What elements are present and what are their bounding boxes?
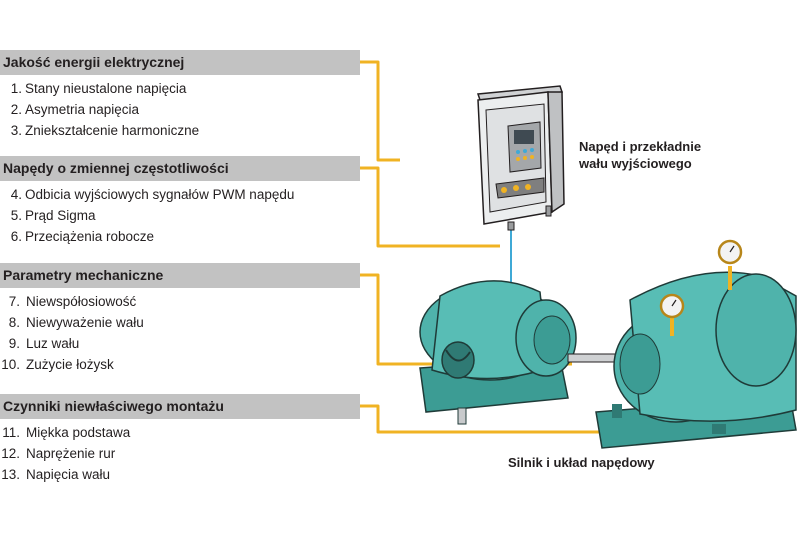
section-installation: Czynniki niewłaściwego montażu 11. Miękka… (0, 394, 360, 486)
list-item: 3.Zniekształcenie harmoniczne (0, 121, 360, 142)
section-mechanical: Parametry mechaniczne 7. Niewspółosiowość… (0, 263, 360, 376)
item-text: Stany nieustalone napięcia (25, 81, 187, 96)
item-text: Niewspółosiowość (26, 294, 137, 309)
list-item: 5.Prąd Sigma (0, 206, 360, 227)
list-item: 12. Naprężenie rur (0, 444, 360, 465)
list-item: 11. Miękka podstawa (0, 423, 360, 444)
item-text: Luz wału (26, 336, 80, 351)
pressure-gauge-icon (659, 293, 685, 336)
item-text: Miękka podstawa (26, 425, 131, 440)
section-title: Jakość energii elektrycznej (3, 54, 185, 70)
section-title: Napędy o zmiennej częstotliwości (3, 160, 229, 176)
item-number: 1. (10, 81, 22, 96)
item-number: 4. (10, 187, 22, 202)
list-item: 8. Niewyważenie wału (0, 313, 360, 334)
connector-line-vfd (360, 166, 500, 248)
pump (595, 271, 797, 449)
list-item: 10. Zużycie łożysk (0, 355, 360, 376)
list-item: 4.Odbicia wyjściowych sygnałów PWM napęd… (0, 185, 360, 206)
section-title: Parametry mechaniczne (3, 267, 164, 283)
list-item: 6.Przeciążenia robocze (0, 227, 360, 248)
list-item: 2.Asymetria napięcia (0, 100, 360, 121)
connector-line-power-quality (360, 60, 400, 162)
item-number: 11. (2, 425, 20, 440)
list-item: 7. Niewspółosiowość (0, 292, 360, 313)
section-header: Czynniki niewłaściwego montażu (0, 394, 360, 419)
drive-label: Napęd i przekładnie wału wyjściowego (579, 138, 701, 172)
pressure-gauge-icon (717, 239, 743, 290)
section-title: Czynniki niewłaściwego montażu (3, 398, 224, 414)
section-vfd: Napędy o zmiennej częstotliwości 4.Odbic… (0, 156, 360, 248)
item-text: Zniekształcenie harmoniczne (25, 123, 200, 138)
item-text: Zużycie łożysk (26, 357, 114, 372)
item-number: 3. (10, 123, 22, 138)
item-number: 8. (8, 315, 20, 330)
item-number: 12. (1, 446, 20, 461)
item-number: 13. (1, 467, 20, 482)
list-item: 13. Napięcia wału (0, 465, 360, 486)
section-header: Parametry mechaniczne (0, 263, 360, 288)
item-number: 7. (8, 294, 20, 309)
item-text: Naprężenie rur (26, 446, 116, 461)
section-header: Napędy o zmiennej częstotliwości (0, 156, 360, 181)
shaft (567, 353, 621, 363)
section-power-quality: Jakość energii elektrycznej 1.Stany nieu… (0, 50, 360, 142)
vfd-cabinet (476, 85, 565, 231)
list-item: 9. Luz wału (0, 334, 360, 355)
item-text: Przeciążenia robocze (25, 229, 155, 244)
drive-label-line-2: wału wyjściowego (579, 156, 692, 171)
motor-label: Silnik i układ napędowy (508, 455, 655, 470)
item-number: 5. (10, 208, 22, 223)
item-number: 9. (8, 336, 20, 351)
item-text: Napięcia wału (26, 467, 111, 482)
item-text: Asymetria napięcia (25, 102, 140, 117)
connector-line-installation (360, 404, 712, 434)
item-text: Odbicia wyjściowych sygnałów PWM napędu (25, 187, 295, 202)
section-header: Jakość energii elektrycznej (0, 50, 360, 75)
item-number: 10. (1, 357, 20, 372)
electric-motor (419, 280, 577, 425)
item-text: Prąd Sigma (25, 208, 96, 223)
item-text: Niewyważenie wału (26, 315, 144, 330)
list-item: 1.Stany nieustalone napięcia (0, 79, 360, 100)
item-number: 2. (10, 102, 22, 117)
drive-label-line-1: Napęd i przekładnie (579, 139, 702, 154)
item-number: 6. (10, 229, 22, 244)
